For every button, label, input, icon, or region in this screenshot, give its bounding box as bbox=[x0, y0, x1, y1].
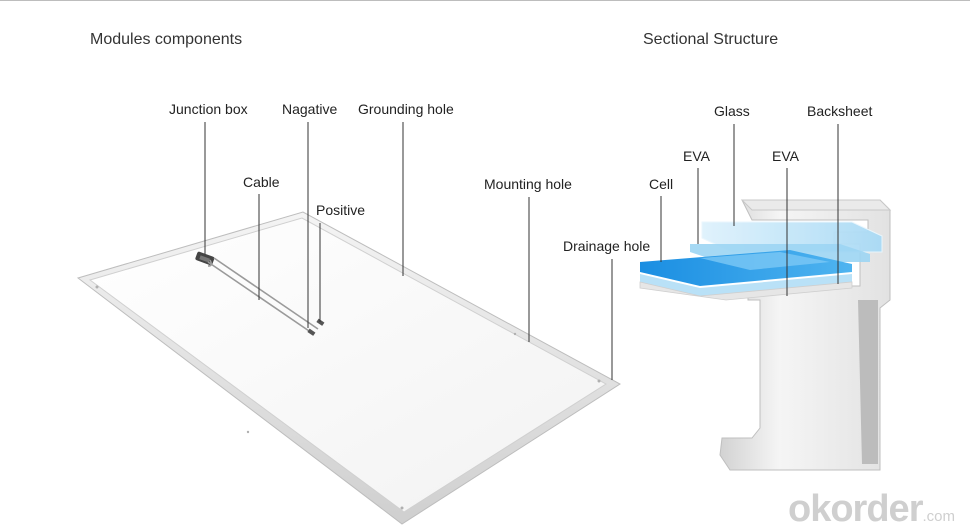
label-negative: Nagative bbox=[282, 101, 338, 117]
label-positive: Positive bbox=[316, 202, 366, 218]
module-glass-panel bbox=[88, 217, 607, 513]
section-leader-lines bbox=[660, 124, 839, 296]
eva-bottom-layer bbox=[640, 274, 852, 296]
label-grounding-hole: Grounding hole bbox=[358, 101, 454, 117]
label-cable: Cable bbox=[243, 174, 280, 190]
label-eva-bottom: EVA bbox=[772, 148, 799, 164]
cell-layer-highlight bbox=[700, 252, 830, 270]
solar-module bbox=[76, 211, 621, 525]
sectional-structure bbox=[639, 199, 892, 471]
label-glass: Glass bbox=[714, 103, 750, 119]
label-junction-box: Junction box bbox=[169, 101, 248, 117]
top-divider bbox=[0, 0, 970, 1]
watermark-suffix: .com bbox=[922, 508, 955, 525]
label-backsheet: Backsheet bbox=[807, 103, 873, 119]
backsheet-layer bbox=[639, 281, 853, 301]
junction-box-shape bbox=[195, 251, 215, 266]
module-leader-lines bbox=[204, 122, 613, 380]
sectional-structure-heading: Sectional Structure bbox=[643, 31, 779, 48]
label-eva-top: EVA bbox=[683, 148, 710, 164]
label-mounting-hole: Mounting hole bbox=[484, 176, 572, 192]
label-cell: Cell bbox=[649, 176, 674, 192]
label-drainage-hole: Drainage hole bbox=[563, 238, 651, 254]
modules-components-heading: Modules components bbox=[90, 31, 243, 48]
frame-profile-shadow bbox=[858, 300, 878, 464]
watermark-brand: okorder bbox=[788, 488, 923, 530]
frame-profile-top bbox=[740, 199, 892, 211]
cable-shape bbox=[207, 257, 319, 334]
okorder-watermark: okorder.com bbox=[788, 488, 955, 531]
frame-holes bbox=[95, 285, 601, 510]
connector-shapes bbox=[307, 318, 325, 336]
